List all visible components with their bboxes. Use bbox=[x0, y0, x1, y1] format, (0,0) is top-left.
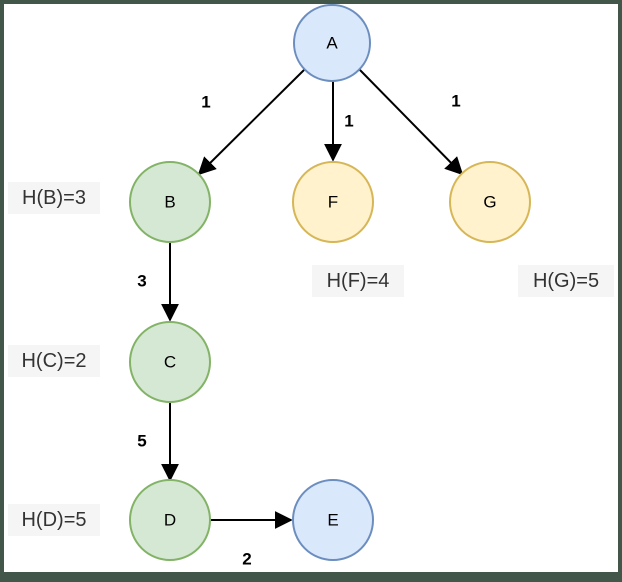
edge-A-B bbox=[197, 68, 306, 176]
node-B-label: B bbox=[164, 193, 175, 212]
node-E: E bbox=[292, 479, 374, 561]
heuristic-box-B bbox=[8, 182, 100, 214]
heuristic-box-C bbox=[8, 345, 100, 377]
node-C-circle bbox=[129, 321, 211, 403]
heuristic-label-B: H(B)=3 bbox=[8, 182, 100, 214]
node-F-label: F bbox=[328, 193, 338, 212]
edge-weight-C-D: 5 bbox=[137, 432, 146, 451]
node-A-circle bbox=[293, 4, 371, 82]
heuristic-box-G bbox=[518, 265, 614, 297]
heuristic-text-D: H(D)=5 bbox=[21, 509, 86, 531]
heuristic-label-G: H(G)=5 bbox=[518, 265, 614, 297]
node-B: B bbox=[129, 161, 211, 243]
heuristic-label-C: H(C)=2 bbox=[8, 345, 100, 377]
node-F: F bbox=[292, 161, 374, 243]
node-G-circle bbox=[449, 161, 531, 243]
heuristic-text-C: H(C)=2 bbox=[21, 350, 86, 372]
node-D-circle bbox=[129, 479, 211, 561]
node-G: G bbox=[449, 161, 531, 243]
heuristic-text-B: H(B)=3 bbox=[22, 187, 86, 209]
edge-A-G bbox=[358, 68, 464, 176]
node-E-circle bbox=[292, 479, 374, 561]
edge-weight-D-E: 2 bbox=[242, 550, 251, 569]
node-A: A bbox=[293, 4, 371, 82]
heuristic-text-F: H(F)=4 bbox=[327, 270, 390, 292]
heuristic-label-F: H(F)=4 bbox=[312, 265, 404, 297]
node-C-label: C bbox=[164, 353, 176, 372]
node-C: C bbox=[129, 321, 211, 403]
edge-weight-A-G: 1 bbox=[451, 92, 460, 111]
edge-weight-A-F: 1 bbox=[344, 112, 353, 131]
graph-svg: 1 1 1 3 5 2 A B F G C D bbox=[8, 4, 614, 569]
heuristic-label-D: H(D)=5 bbox=[8, 504, 100, 536]
node-G-label: G bbox=[483, 193, 496, 212]
heuristic-box-F bbox=[312, 265, 404, 297]
node-E-label: E bbox=[327, 511, 338, 530]
edge-weight-A-B: 1 bbox=[201, 93, 210, 112]
node-D: D bbox=[129, 479, 211, 561]
node-F-circle bbox=[292, 161, 374, 243]
node-D-label: D bbox=[164, 511, 176, 530]
node-A-label: A bbox=[326, 34, 338, 53]
heuristic-box-D bbox=[8, 504, 100, 536]
node-B-circle bbox=[129, 161, 211, 243]
heuristic-text-G: H(G)=5 bbox=[533, 270, 599, 292]
edge-weight-B-C: 3 bbox=[137, 272, 146, 291]
